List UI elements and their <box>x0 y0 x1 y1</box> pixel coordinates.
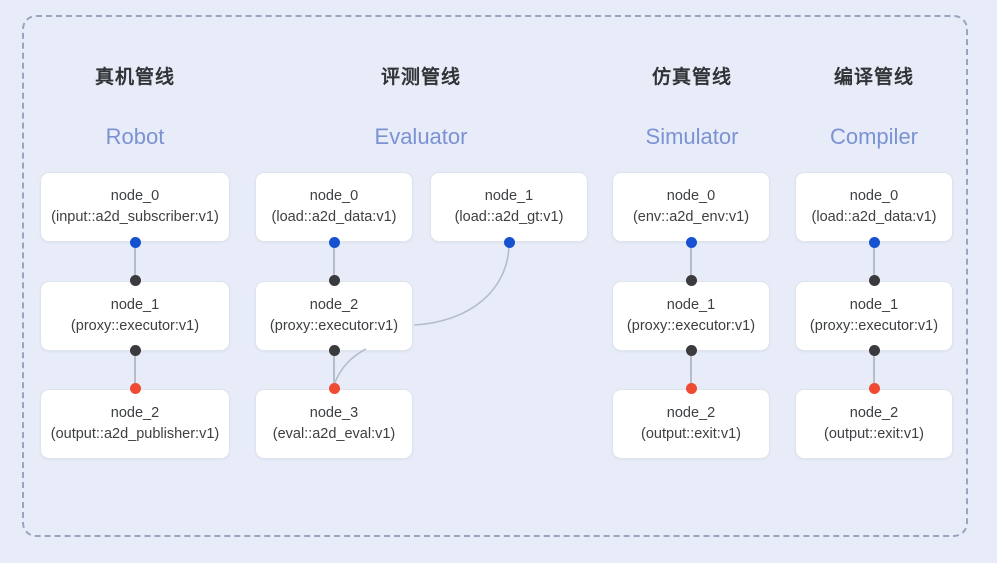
column-title-en-simulator: Simulator <box>645 124 739 149</box>
port-input-robot-2[interactable] <box>129 382 141 394</box>
edge-compiler-1-2 <box>873 350 875 387</box>
port-output-simulator-0[interactable] <box>685 236 697 248</box>
node-name: node_1 <box>666 297 716 314</box>
port-input-simulator-2[interactable] <box>685 382 697 394</box>
column-title-en-compiler: Compiler <box>829 124 919 149</box>
node-name: node_1 <box>110 297 160 314</box>
node-name: node_1 <box>849 297 899 314</box>
node-name: node_0 <box>110 188 160 205</box>
node-type: (proxy::executor:v1) <box>809 318 939 334</box>
column-title-en-evaluator: Evaluator <box>374 124 468 149</box>
edge-evaluator-0-2 <box>333 242 335 279</box>
column-title-cn-compiler: 编译管线 <box>833 67 914 88</box>
node-name: node_1 <box>484 188 534 205</box>
port-output-compiler-0[interactable] <box>868 236 880 248</box>
node-robot-0[interactable]: node_0 (input::a2d_subscriber:v1) <box>40 172 230 242</box>
node-compiler-0[interactable]: node_0 (load::a2d_data:v1) <box>795 172 953 242</box>
port-output-robot-1[interactable] <box>129 344 141 356</box>
node-robot-1[interactable]: node_1 (proxy::executor:v1) <box>40 281 230 351</box>
node-name: node_2 <box>110 405 160 422</box>
node-name: node_2 <box>309 297 359 314</box>
port-input-evaluator-3[interactable] <box>328 382 340 394</box>
pipeline-group-frame <box>22 15 968 537</box>
port-input-robot-1[interactable] <box>129 274 141 286</box>
node-type: (proxy::executor:v1) <box>626 318 756 334</box>
node-type: (proxy::executor:v1) <box>269 318 399 334</box>
port-input-evaluator-2[interactable] <box>328 274 340 286</box>
node-name: node_0 <box>666 188 716 205</box>
edge-evaluator-2-3 <box>333 350 335 387</box>
node-type: (eval::a2d_eval:v1) <box>272 426 396 442</box>
node-type: (env::a2d_env:v1) <box>632 209 750 225</box>
node-simulator-2[interactable]: node_2 (output::exit:v1) <box>612 389 770 459</box>
node-name: node_2 <box>849 405 899 422</box>
node-name: node_0 <box>849 188 899 205</box>
port-output-evaluator-0[interactable] <box>328 236 340 248</box>
port-input-simulator-1[interactable] <box>685 274 697 286</box>
port-output-evaluator-1[interactable] <box>503 236 515 248</box>
edge-robot-1-2 <box>134 350 136 387</box>
node-compiler-2[interactable]: node_2 (output::exit:v1) <box>795 389 953 459</box>
port-output-evaluator-2[interactable] <box>328 344 340 356</box>
edge-robot-0-1 <box>134 242 136 279</box>
node-simulator-0[interactable]: node_0 (env::a2d_env:v1) <box>612 172 770 242</box>
column-title-cn-robot: 真机管线 <box>94 67 175 88</box>
node-type: (input::a2d_subscriber:v1) <box>51 209 219 225</box>
column-title-cn-simulator: 仿真管线 <box>651 67 732 88</box>
port-output-simulator-1[interactable] <box>685 344 697 356</box>
node-type: (output::a2d_publisher:v1) <box>50 426 220 442</box>
node-compiler-1[interactable]: node_1 (proxy::executor:v1) <box>795 281 953 351</box>
column-title-en-robot: Robot <box>105 124 165 149</box>
port-input-compiler-2[interactable] <box>868 382 880 394</box>
node-name: node_0 <box>309 188 359 205</box>
node-evaluator-1[interactable]: node_1 (load::a2d_gt:v1) <box>430 172 588 242</box>
node-type: (load::a2d_data:v1) <box>811 209 937 225</box>
port-output-compiler-1[interactable] <box>868 344 880 356</box>
port-input-compiler-1[interactable] <box>868 274 880 286</box>
node-robot-2[interactable]: node_2 (output::a2d_publisher:v1) <box>40 389 230 459</box>
edge-compiler-0-1 <box>873 242 875 279</box>
port-output-robot-0[interactable] <box>129 236 141 248</box>
node-type: (output::exit:v1) <box>824 426 924 442</box>
node-type: (load::a2d_data:v1) <box>271 209 397 225</box>
column-title-cn-evaluator: 评测管线 <box>380 67 461 88</box>
node-type: (load::a2d_gt:v1) <box>454 209 564 225</box>
node-evaluator-2[interactable]: node_2 (proxy::executor:v1) <box>255 281 413 351</box>
node-type: (output::exit:v1) <box>641 426 741 442</box>
node-evaluator-3[interactable]: node_3 (eval::a2d_eval:v1) <box>255 389 413 459</box>
node-evaluator-0[interactable]: node_0 (load::a2d_data:v1) <box>255 172 413 242</box>
node-simulator-1[interactable]: node_1 (proxy::executor:v1) <box>612 281 770 351</box>
edge-simulator-1-2 <box>690 350 692 387</box>
node-type: (proxy::executor:v1) <box>70 318 200 334</box>
edge-simulator-0-1 <box>690 242 692 279</box>
node-name: node_2 <box>666 405 716 422</box>
node-name: node_3 <box>309 405 359 422</box>
